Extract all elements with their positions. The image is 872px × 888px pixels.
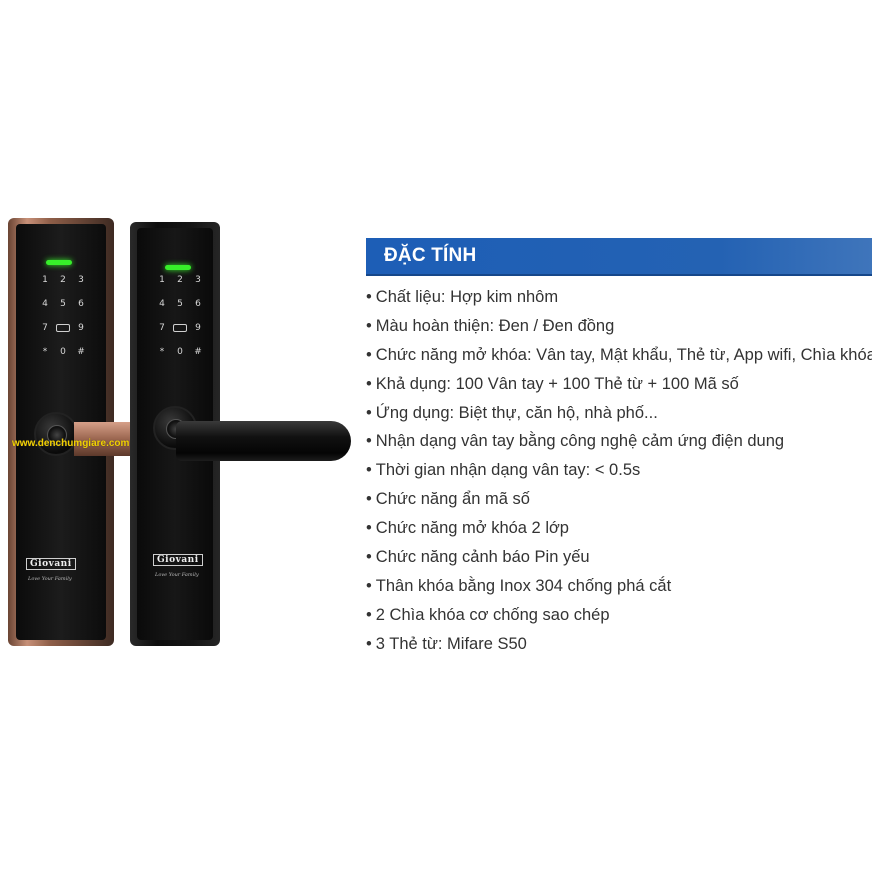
feature-item: •Thời gian nhận dạng vân tay: < 0.5s xyxy=(366,456,872,485)
feature-text: Chức năng cảnh báo Pin yếu xyxy=(375,548,590,567)
key-1: 1 xyxy=(42,275,48,285)
status-led xyxy=(165,265,191,270)
key-hash: # xyxy=(77,347,85,357)
brand-slogan: Love Your Family xyxy=(155,572,199,578)
watermark-text: www.denchumgiare.com xyxy=(12,438,130,449)
bullet-icon: • xyxy=(366,634,372,653)
key-9: 9 xyxy=(78,323,84,333)
feature-title: ĐẶC TÍNH xyxy=(384,245,477,266)
brand-logo: Giovani xyxy=(153,554,203,566)
black-handle xyxy=(176,421,351,461)
key-5: 5 xyxy=(177,299,183,309)
key-4: 4 xyxy=(42,299,48,309)
feature-item: •2 Chìa khóa cơ chống sao chép xyxy=(366,601,872,630)
brand-slogan: Love Your Family xyxy=(28,576,72,582)
bullet-icon: • xyxy=(366,345,372,364)
key-1: 1 xyxy=(159,275,165,285)
feature-item: •3 Thẻ từ: Mifare S50 xyxy=(366,630,872,659)
keypad: 1 2 3 4 5 6 7 9 * 0 # xyxy=(36,274,90,358)
key-3: 3 xyxy=(78,275,84,285)
key-2: 2 xyxy=(177,275,183,285)
feature-header: ĐẶC TÍNH xyxy=(366,238,872,276)
feature-item: •Ứng dụng: Biệt thự, căn hộ, nhà phố... xyxy=(366,399,872,428)
bullet-icon: • xyxy=(366,374,372,393)
key-9: 9 xyxy=(195,323,201,333)
status-led xyxy=(46,260,72,265)
key-2: 2 xyxy=(60,275,66,285)
bullet-icon: • xyxy=(366,288,372,306)
feature-item: •Chức năng mở khóa: Vân tay, Mật khẩu, T… xyxy=(366,341,872,370)
fingerprint-sensor-icon xyxy=(47,425,67,445)
card-reader-icon xyxy=(56,323,70,332)
bullet-icon: • xyxy=(366,432,372,451)
feature-item: •Nhận dạng vân tay bằng công nghệ cảm ứn… xyxy=(366,427,872,456)
feature-text: Thời gian nhận dạng vân tay: < 0.5s xyxy=(375,461,641,480)
feature-text: Chức năng ẩn mã số xyxy=(375,490,530,509)
bullet-icon: • xyxy=(366,605,372,624)
feature-item: •Chức năng ẩn mã số xyxy=(366,485,872,514)
feature-text: Chức năng mở khóa: Vân tay, Mật khẩu, Th… xyxy=(375,345,872,364)
key-star: * xyxy=(42,347,48,357)
handle-rosette xyxy=(34,412,78,456)
key-6: 6 xyxy=(78,299,84,309)
key-7: 7 xyxy=(42,323,48,333)
bullet-icon: • xyxy=(366,490,372,509)
bullet-icon: • xyxy=(366,461,372,480)
key-8-box xyxy=(54,322,72,334)
feature-item: •Màu hoàn thiện: Đen / Đen đồng xyxy=(366,312,872,341)
feature-text: Chức năng mở khóa 2 lớp xyxy=(375,519,569,538)
key-7: 7 xyxy=(159,323,165,333)
feature-text: Ứng dụng: Biệt thự, căn hộ, nhà phố... xyxy=(375,403,658,422)
key-0: 0 xyxy=(60,347,66,357)
key-8-box xyxy=(171,322,189,334)
feature-item: •Thân khóa bằng Inox 304 chống phá cắt xyxy=(366,572,872,601)
card-reader-icon xyxy=(173,323,187,332)
bullet-icon: • xyxy=(366,548,372,567)
key-4: 4 xyxy=(159,299,165,309)
brand-logo: Giovani xyxy=(26,558,76,570)
bullet-icon: • xyxy=(366,576,372,595)
bullet-icon: • xyxy=(366,519,372,538)
bullet-icon: • xyxy=(366,316,372,335)
feature-item: •Chất liệu: Hợp kim nhôm xyxy=(366,283,872,312)
feature-text: Nhận dạng vân tay bằng công nghệ cảm ứng… xyxy=(375,432,785,451)
feature-item: •Chức năng cảnh báo Pin yếu xyxy=(366,543,872,572)
feature-text: Khả dụng: 100 Vân tay + 100 Thẻ từ + 100… xyxy=(375,374,739,393)
feature-list: •Chất liệu: Hợp kim nhôm •Màu hoàn thiện… xyxy=(366,283,872,659)
feature-text: Màu hoàn thiện: Đen / Đen đồng xyxy=(375,316,615,335)
key-3: 3 xyxy=(195,275,201,285)
feature-text: 3 Thẻ từ: Mifare S50 xyxy=(375,634,527,653)
bullet-icon: • xyxy=(366,403,372,422)
keypad: 1 2 3 4 5 6 7 9 * 0 # xyxy=(153,274,207,358)
key-6: 6 xyxy=(195,299,201,309)
key-hash: # xyxy=(194,347,202,357)
key-star: * xyxy=(159,347,165,357)
feature-text: 2 Chìa khóa cơ chống sao chép xyxy=(375,605,610,624)
key-5: 5 xyxy=(60,299,66,309)
feature-item: •Chức năng mở khóa 2 lớp xyxy=(366,514,872,543)
feature-text: Thân khóa bằng Inox 304 chống phá cắt xyxy=(375,576,672,595)
key-0: 0 xyxy=(177,347,183,357)
feature-item: •Khả dụng: 100 Vân tay + 100 Thẻ từ + 10… xyxy=(366,370,872,399)
feature-text: Chất liệu: Hợp kim nhôm xyxy=(375,288,559,306)
